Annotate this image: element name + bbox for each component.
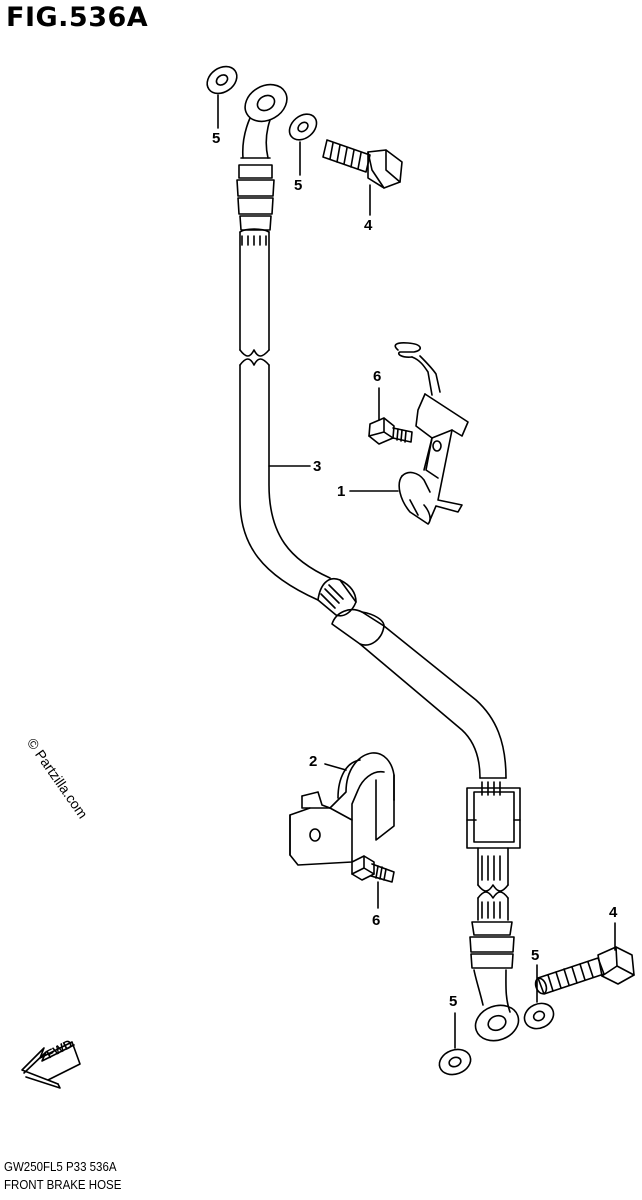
washer-bottom-left[interactable]	[436, 1045, 474, 1078]
washer-top-left[interactable]	[202, 61, 242, 99]
callout-washer-bottom-right: 5	[531, 947, 540, 964]
figure-title: FIG.536A	[6, 2, 149, 33]
callout-hose: 3	[313, 458, 322, 475]
brake-bracket[interactable]	[289, 752, 395, 866]
banjo-bolt-top[interactable]	[322, 139, 403, 189]
callout-clamp: 1	[337, 483, 346, 500]
banjo-fitting-bottom[interactable]	[469, 921, 523, 1046]
brake-hose[interactable]	[239, 228, 521, 921]
callout-washer-top-right: 5	[294, 177, 303, 194]
callout-bolt-top: 4	[364, 217, 373, 234]
callout-bolt-bottom: 4	[609, 904, 618, 921]
screw-lower[interactable]	[351, 855, 395, 883]
banjo-fitting-top[interactable]	[236, 77, 294, 231]
callout-screw-upper: 6	[373, 368, 382, 385]
model-code: GW250FL5 P33 536A	[4, 1160, 117, 1174]
washer-top-right[interactable]	[284, 109, 321, 145]
fwd-arrow-icon	[21, 1041, 81, 1089]
washer-bottom-right[interactable]	[520, 999, 557, 1033]
leader-bracket	[324, 763, 347, 771]
screw-upper[interactable]	[368, 417, 413, 445]
callout-screw-lower: 6	[372, 912, 381, 929]
callout-washer-bottom-left: 5	[449, 993, 458, 1010]
banjo-bolt-bottom[interactable]	[534, 946, 635, 995]
callout-washer-top-left: 5	[212, 130, 221, 147]
hose-clamp[interactable]	[394, 342, 469, 525]
callout-bracket: 2	[309, 753, 318, 770]
figure-caption: FRONT BRAKE HOSE	[4, 1178, 122, 1192]
